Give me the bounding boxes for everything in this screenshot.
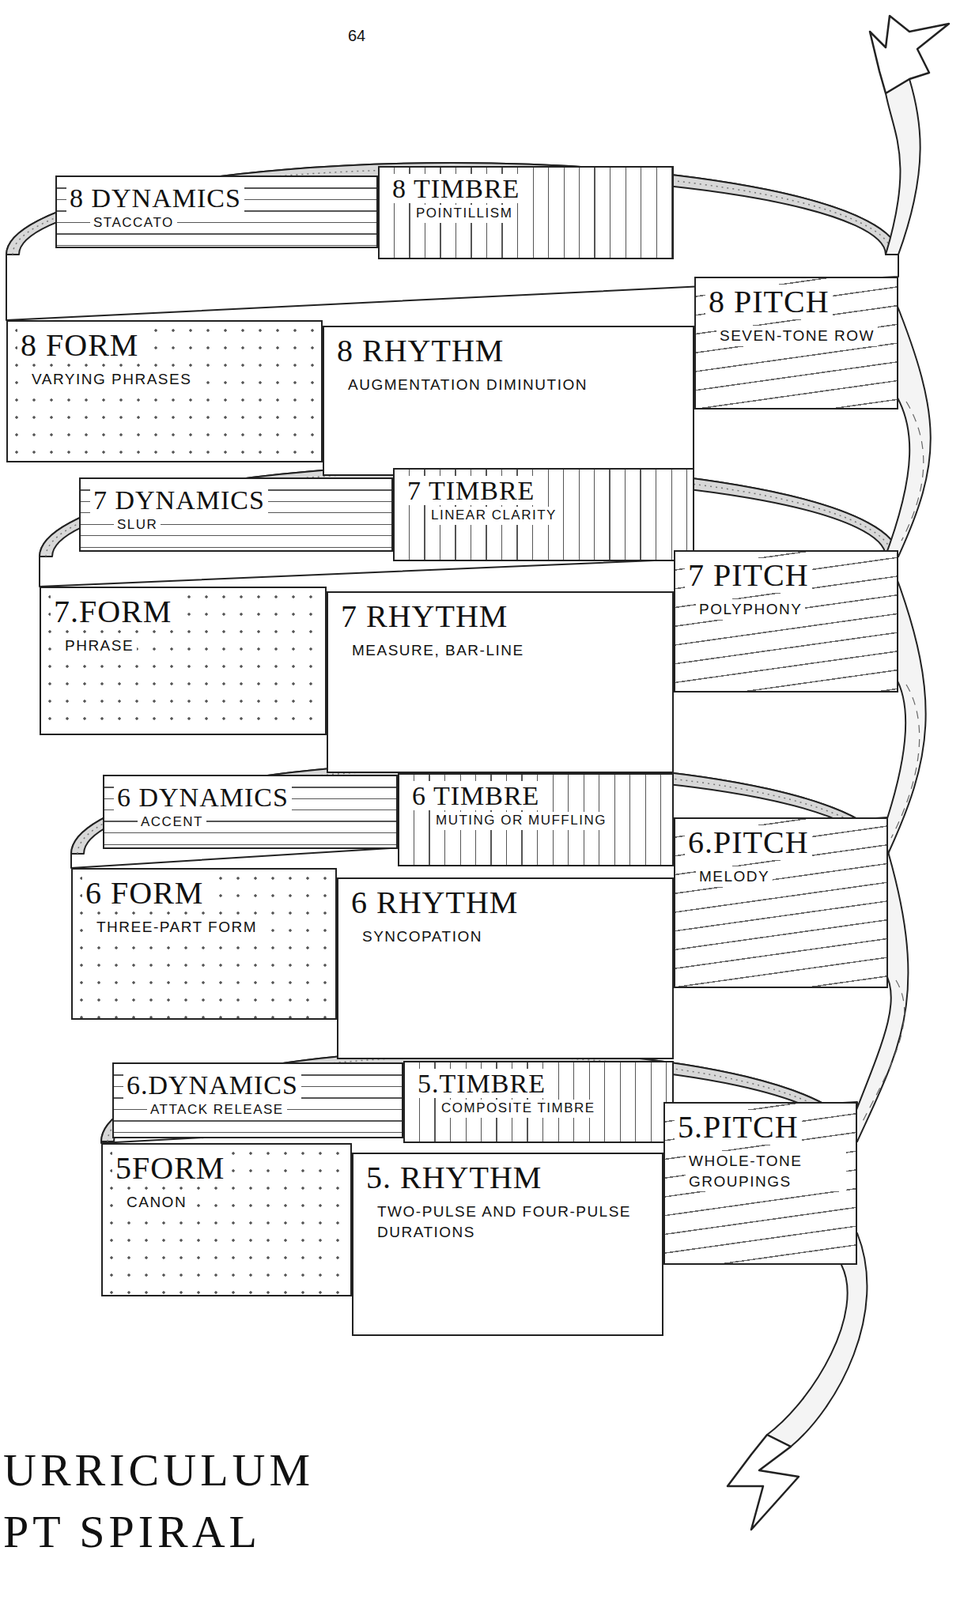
concept-heading: 8 DYNAMICS bbox=[66, 183, 245, 213]
concept-heading: 5. RHYTHM bbox=[362, 1160, 545, 1196]
timbre-band: 5.TIMBRECOMPOSITE TIMBRE bbox=[403, 1061, 674, 1144]
form-band: 6 FORM THREE-PART FORM bbox=[71, 868, 337, 1021]
concept-heading: 7 RHYTHM bbox=[337, 599, 511, 635]
concept-topic: TWO-PULSE AND FOUR-PULSE DURATIONS bbox=[374, 1202, 653, 1243]
dynamics-band: 6 DYNAMICSACCENT bbox=[102, 774, 398, 850]
timbre-band: 8 TIMBREPOINTILLISM bbox=[377, 166, 674, 260]
concept-heading: 7.FORM bbox=[50, 594, 175, 630]
ribbon-hatch bbox=[901, 401, 924, 541]
spiral-ribbon bbox=[767, 1233, 867, 1448]
timbre-band: 7 TIMBRELINEAR CLARITY bbox=[393, 468, 695, 562]
page-number: 64 bbox=[347, 26, 366, 46]
inner-wall bbox=[6, 162, 899, 321]
concept-topic: POLYPHONY bbox=[695, 599, 806, 620]
concept-heading: 5FORM bbox=[112, 1151, 228, 1187]
spiral-title: PT SPIRAL bbox=[3, 1505, 261, 1559]
concept-topic: SYNCOPATION bbox=[359, 926, 486, 948]
concept-heading: 6 FORM bbox=[82, 876, 207, 911]
rhythm-band: 5. RHYTHM TWO-PULSE AND FOUR-PULSE DURATI… bbox=[351, 1152, 664, 1337]
ribbon-hatch bbox=[860, 980, 905, 1127]
form-band: 8 FORM VARYING PHRASES bbox=[6, 320, 323, 463]
rhythm-band: 7 RHYTHM MEASURE, BAR-LINE bbox=[326, 591, 674, 774]
rhythm-band: 8 RHYTHM AUGMENTATION DIMINUTION bbox=[322, 325, 695, 477]
concept-topic: PHRASE bbox=[61, 635, 137, 657]
concept-heading: 8 FORM bbox=[17, 328, 142, 363]
concept-heading: 7 PITCH bbox=[684, 558, 813, 594]
dynamics-band: 7 DYNAMICSSLUR bbox=[79, 477, 394, 552]
ribbon-hatch bbox=[891, 684, 920, 839]
broken-arrow bbox=[869, 15, 949, 94]
timbre-band: 6 TIMBREMUTING OR MUFFLING bbox=[397, 773, 674, 867]
broken-arrow bbox=[727, 1435, 799, 1531]
concept-heading: 8 PITCH bbox=[705, 284, 833, 320]
concept-heading: 6 RHYTHM bbox=[347, 885, 522, 921]
pitch-band: 6.PITCH MELODY bbox=[673, 817, 889, 989]
concept-heading: 5.PITCH bbox=[674, 1110, 802, 1146]
concept-heading: 5.TIMBRE bbox=[414, 1069, 549, 1099]
concept-topic: SEVEN-TONE ROW bbox=[716, 325, 878, 347]
concept-heading: 6 TIMBRE bbox=[408, 781, 543, 811]
concept-topic: ATTACK RELEASE bbox=[147, 1101, 288, 1120]
concept-topic: THREE-PART FORM bbox=[93, 917, 261, 938]
concept-heading: 7 TIMBRE bbox=[404, 476, 538, 506]
concept-heading: 6.DYNAMICS bbox=[123, 1070, 302, 1100]
rhythm-band: 6 RHYTHM SYNCOPATION bbox=[336, 877, 674, 1060]
concept-topic: LINEAR CLARITY bbox=[427, 506, 560, 526]
dynamics-band: 6.DYNAMICSATTACK RELEASE bbox=[112, 1062, 404, 1139]
form-band: 5FORM CANON bbox=[101, 1143, 352, 1297]
concept-heading: 6.PITCH bbox=[684, 825, 813, 861]
concept-topic: MEASURE, BAR-LINE bbox=[348, 640, 528, 662]
concept-topic: VARYING PHRASES bbox=[28, 369, 195, 390]
dynamics-band: 8 DYNAMICSSTACCATO bbox=[55, 175, 378, 249]
concept-topic: SLUR bbox=[113, 516, 161, 535]
concept-topic: MELODY bbox=[695, 866, 773, 888]
concept-heading: 8 RHYTHM bbox=[333, 333, 507, 369]
concept-heading: 7 DYNAMICS bbox=[90, 485, 269, 515]
spiral-ribbon bbox=[885, 79, 921, 255]
concept-topic: STACCATO bbox=[90, 214, 178, 233]
concept-heading: 6 DYNAMICS bbox=[113, 782, 292, 813]
concept-heading: 8 TIMBRE bbox=[389, 173, 523, 204]
concept-topic: MUTING OR MUFFLING bbox=[432, 812, 610, 831]
concept-topic: POINTILLISM bbox=[412, 204, 516, 224]
inner-wall bbox=[71, 762, 889, 869]
pitch-band: 8 PITCH SEVEN-TONE ROW bbox=[694, 276, 899, 410]
concept-topic: WHOLE-TONE GROUPINGS bbox=[685, 1151, 847, 1192]
concept-topic: COMPOSITE TIMBRE bbox=[438, 1099, 599, 1119]
concept-topic: ACCENT bbox=[137, 813, 207, 832]
concept-topic: AUGMENTATION DIMINUTION bbox=[344, 374, 591, 396]
spiral-title: URRICULUM bbox=[3, 1443, 314, 1497]
concept-topic: CANON bbox=[123, 1192, 190, 1214]
pitch-band: 5.PITCH WHOLE-TONE GROUPINGS bbox=[663, 1102, 858, 1266]
pitch-band: 7 PITCH POLYPHONY bbox=[673, 550, 899, 693]
form-band: 7.FORM PHRASE bbox=[39, 586, 327, 736]
